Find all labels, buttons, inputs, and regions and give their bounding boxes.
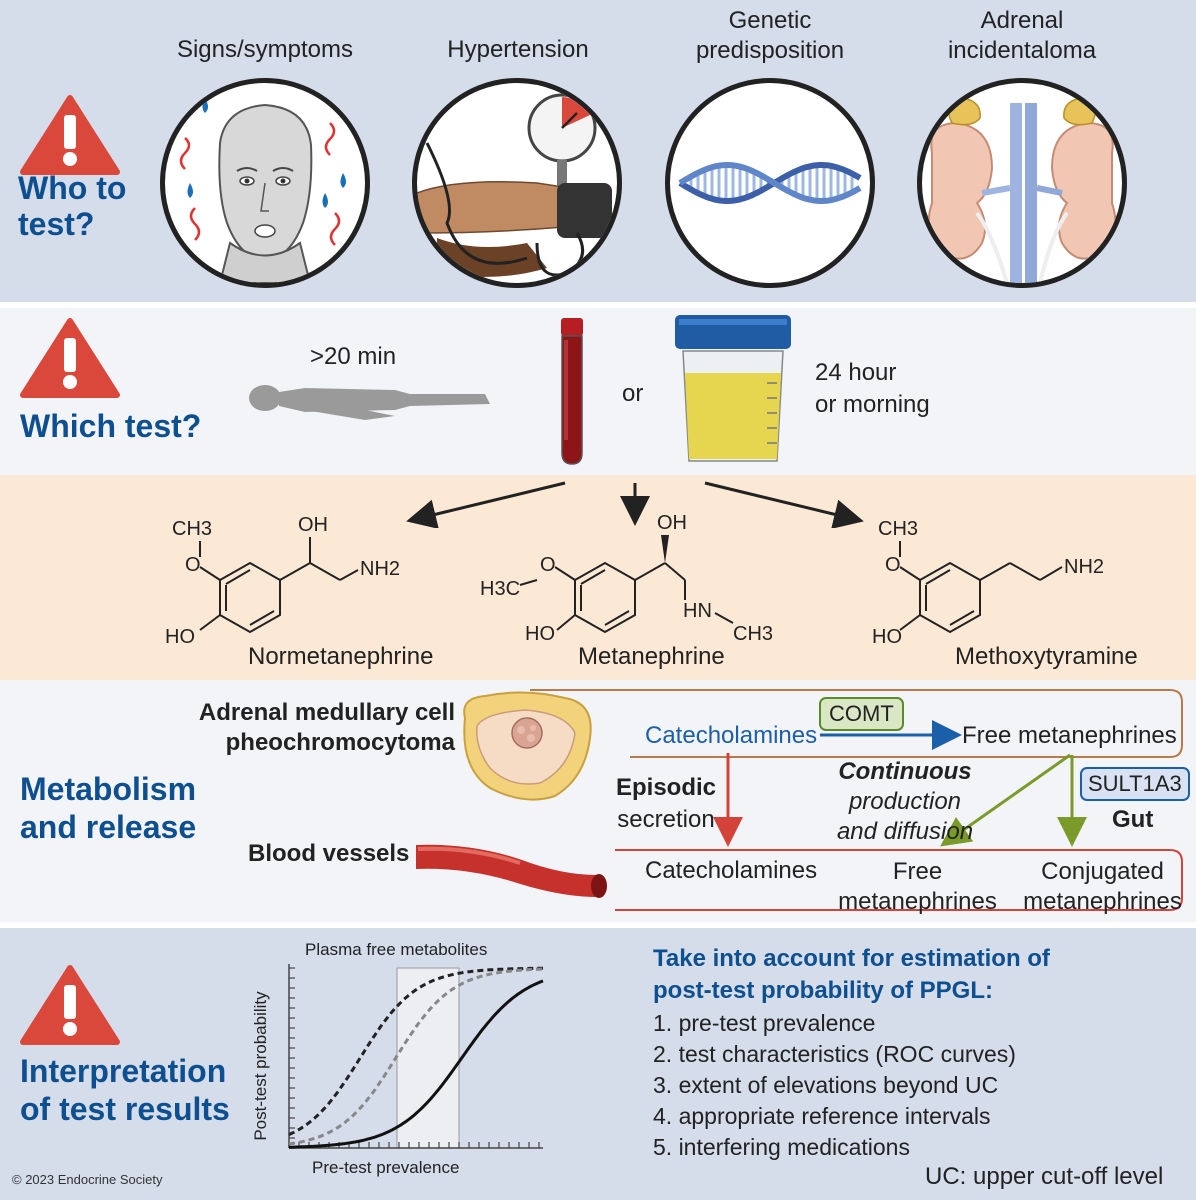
curve-mid-dashed — [288, 967, 544, 1146]
or-label: or — [622, 380, 644, 407]
signs-symptoms-label: Signs/symptoms — [176, 36, 354, 63]
curve-solid — [289, 979, 544, 1149]
list-item: 2. test characteristics (ROC curves) — [653, 1041, 1016, 1067]
methoxytyramine-structure: CH3 O NH2 HO — [872, 518, 1104, 648]
curve-high-dashed — [288, 966, 543, 1136]
interpretation-band — [0, 925, 1196, 1200]
metanephrine-structure: OH H3C O HO HN CH3 — [480, 512, 773, 645]
kidney-icon — [917, 78, 1127, 288]
which-test-band — [0, 305, 1196, 475]
svg-text:O: O — [885, 554, 901, 576]
gut-label: Gut — [1112, 806, 1154, 833]
dna-icon — [665, 78, 875, 288]
normetanephrine-label: Normetanephrine — [248, 643, 434, 670]
ch3-group: CH3 — [172, 518, 212, 540]
catecholamines-bottom-label: Catecholamines — [645, 857, 818, 884]
chart-xlabel: Pre-test prevalence — [312, 1158, 460, 1177]
probability-chart — [288, 964, 544, 1149]
which-test-heading: Which test? — [20, 408, 202, 444]
branch-arrows — [406, 481, 864, 528]
svg-text:NH2: NH2 — [360, 558, 400, 580]
svg-text:O: O — [540, 554, 556, 576]
svg-text:CH3: CH3 — [878, 518, 918, 540]
blood-vessels-label: Blood vessels — [248, 840, 410, 867]
methoxytyramine-label: Methoxytyramine — [955, 643, 1138, 670]
chart-ylabel: Post-test probability — [251, 991, 270, 1141]
continuous-diffusion-label: Continuous production and diffusion — [836, 758, 974, 845]
who-to-test-heading: Who to test? — [18, 170, 127, 242]
sult1a3-enzyme-badge: SULT1A3 — [1080, 767, 1190, 801]
blood-pressure-icon — [412, 78, 622, 288]
comt-enzyme-badge: COMT — [819, 697, 904, 731]
normetanephrine-structure: CH3 O OH NH2 HO — [165, 514, 400, 648]
divider — [0, 922, 1196, 928]
metabolism-flow — [530, 689, 1183, 911]
copyright-notice: © 2023 Endocrine Society — [12, 1172, 163, 1187]
hypertension-label: Hypertension — [447, 36, 589, 63]
warning-icon — [20, 965, 120, 1045]
metanephrine-label: Metanephrine — [578, 643, 725, 670]
blood-vessel-icon — [416, 844, 607, 898]
svg-text:O: O — [185, 554, 201, 576]
svg-text:OH: OH — [298, 514, 328, 536]
svg-text:HO: HO — [165, 626, 195, 648]
svg-text:H3C: H3C — [480, 578, 520, 600]
supine-time-label: >20 min — [310, 343, 397, 370]
list-item: 1. pre-test prevalence — [653, 1010, 876, 1036]
free-metanephrines-top-label: Free metanephrines — [962, 722, 1177, 749]
chart-title: Plasma free metabolites — [305, 940, 488, 959]
urine-cup-icon — [675, 315, 791, 462]
svg-text:CH3: CH3 — [733, 623, 773, 645]
svg-text:HN: HN — [683, 600, 712, 622]
episodic-secretion-label: Episodic secretion — [615, 774, 717, 833]
svg-text:HO: HO — [525, 623, 555, 645]
svg-text:OH: OH — [657, 512, 687, 534]
list-item: 4. appropriate reference intervals — [653, 1103, 991, 1129]
uc-note: UC: upper cut-off level — [925, 1163, 1164, 1190]
warning-icon — [20, 318, 120, 398]
blood-tube-icon — [561, 318, 583, 465]
list-item: 3. extent of elevations beyond UC — [653, 1072, 999, 1098]
adrenal-tumor-icon — [463, 691, 592, 801]
catecholamines-top-label: Catecholamines — [645, 722, 818, 749]
svg-text:HO: HO — [872, 626, 902, 648]
considerations-list: 1. pre-test prevalence 2. test character… — [653, 1008, 1016, 1163]
face-icon — [160, 78, 370, 288]
metabolites-band — [0, 475, 1196, 680]
warning-icon — [20, 95, 120, 175]
list-item: 5. interfering medications — [653, 1134, 910, 1160]
svg-text:NH2: NH2 — [1064, 556, 1104, 578]
divider — [0, 302, 1196, 308]
person-supine-icon — [249, 385, 490, 420]
